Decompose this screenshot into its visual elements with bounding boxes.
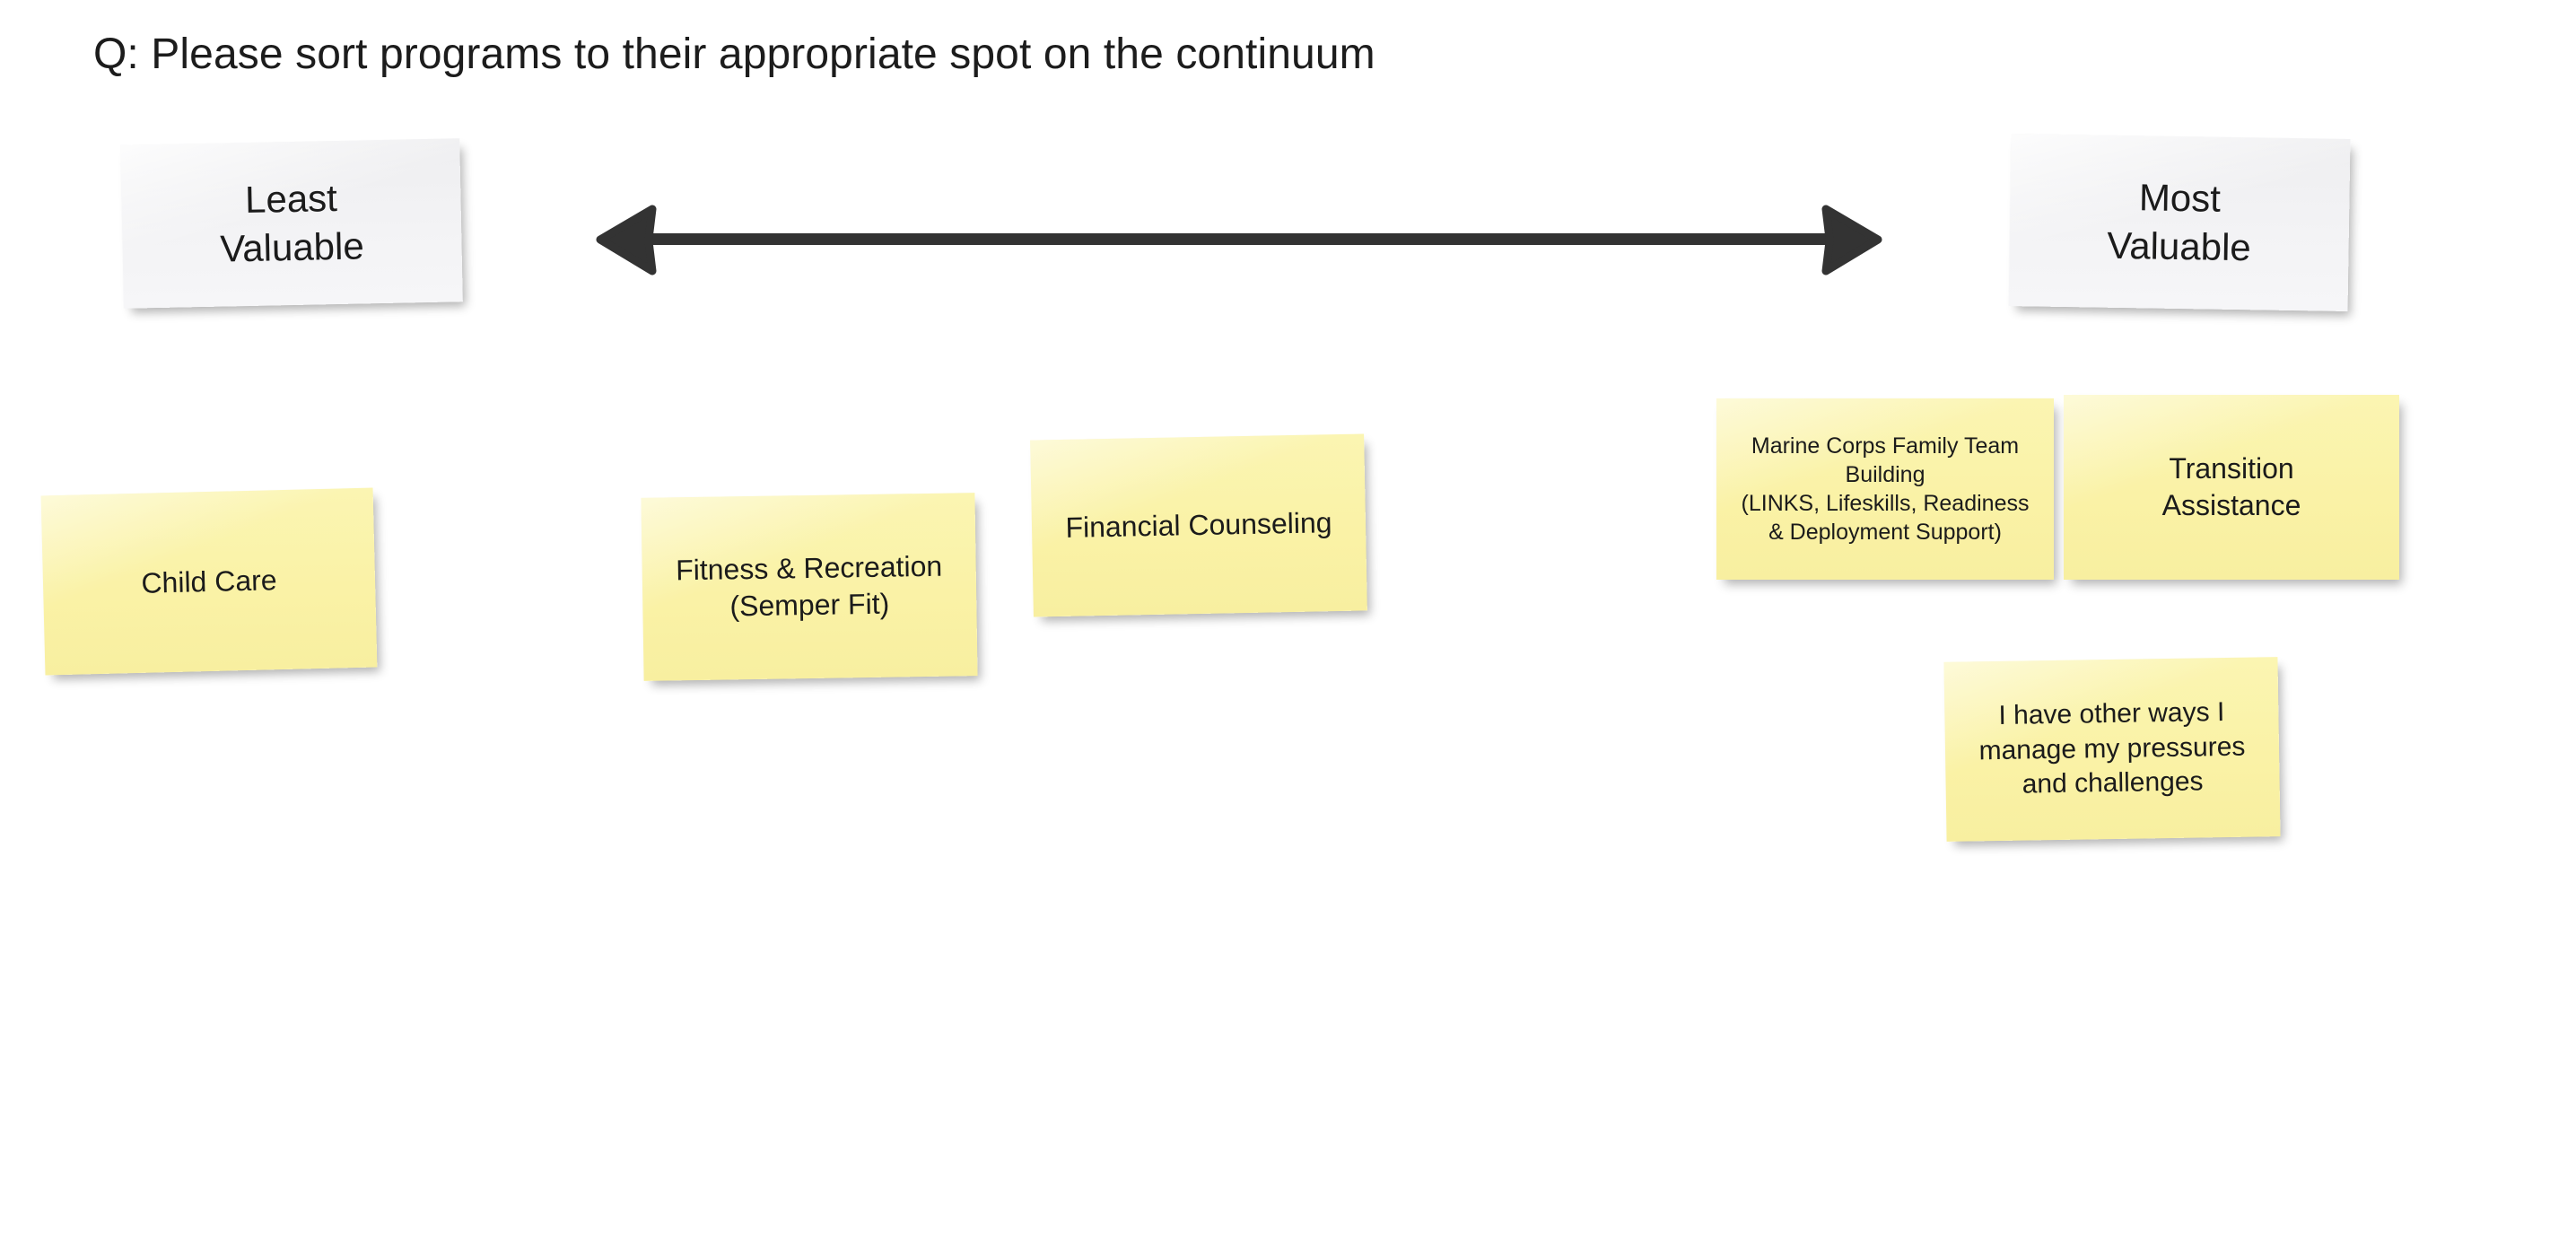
sticky-note-child-care-label: Child Care [140,563,277,599]
anchor-note-most-valuable-label: Most Valuable [2107,176,2252,269]
page-title: Q: Please sort programs to their appropr… [93,31,1375,78]
anchor-note-least-valuable-label: Least Valuable [219,177,365,270]
anchor-note-most-valuable[interactable]: Most Valuable [2008,134,2351,311]
sticky-note-transition-assistance-label: Transition Assistance [2161,452,2301,521]
sticky-note-financial-counseling[interactable]: Financial Counseling [1030,433,1367,617]
anchor-note-least-valuable[interactable]: Least Valuable [120,138,463,309]
sticky-note-other-ways-label: I have other ways I manage my pressures … [1978,697,2246,800]
sticky-note-other-ways[interactable]: I have other ways I manage my pressures … [1943,657,2281,842]
sticky-note-marine-corps-family-team-building[interactable]: Marine Corps Family Team Building (LINKS… [1716,398,2054,580]
sticky-note-fitness-recreation[interactable]: Fitness & Recreation (Semper Fit) [641,493,978,681]
sticky-note-transition-assistance[interactable]: Transition Assistance [2064,395,2399,580]
sticky-note-financial-counseling-label: Financial Counseling [1065,506,1332,544]
sticky-note-child-care[interactable]: Child Care [40,487,378,676]
sticky-note-fitness-recreation-label: Fitness & Recreation (Semper Fit) [675,549,943,623]
double-headed-arrow-icon [596,205,1882,275]
sticky-note-marine-corps-family-team-building-label: Marine Corps Family Team Building (LINKS… [1741,433,2030,545]
